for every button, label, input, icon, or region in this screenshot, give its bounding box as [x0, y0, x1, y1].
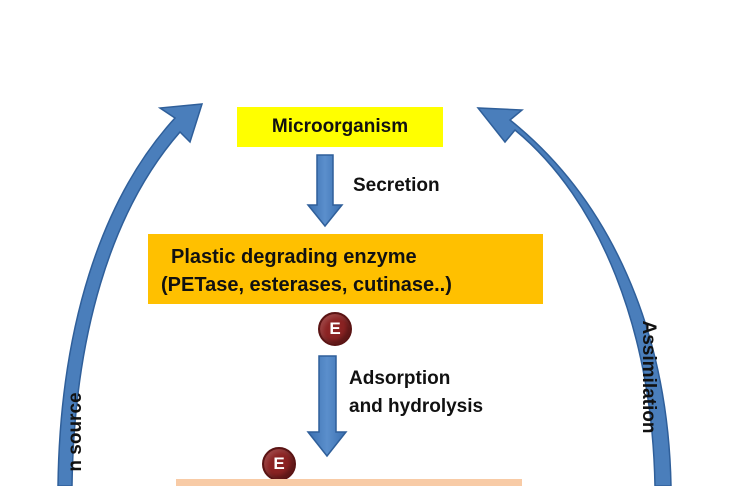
microorganism-box: Microorganism — [237, 107, 443, 147]
enzyme-box: Plastic degrading enzyme (PETase, estera… — [148, 234, 543, 304]
right-curved-arrow — [476, 107, 672, 486]
enzyme-examples: (PETase, esterases, cutinase..) — [161, 274, 452, 296]
adsorption-line1: Adsorption — [349, 368, 451, 389]
assimilation-label: Assimilation — [638, 320, 659, 434]
adsorption-arrow — [306, 355, 348, 458]
enzyme-symbol-top: E — [318, 312, 352, 346]
adsorption-line2: and hydrolysis — [349, 396, 484, 417]
secretion-arrow — [306, 154, 344, 228]
microorganism-label: Microorganism — [271, 116, 409, 137]
carbon-source-label: n source — [65, 392, 86, 472]
secretion-label: Secretion — [353, 175, 440, 196]
left-curved-arrow — [57, 103, 204, 486]
enzyme-symbol-bottom: E — [262, 447, 296, 481]
plastic-substrate-box — [176, 479, 522, 486]
adsorption-label: Adsorption and hydrolysis — [349, 365, 483, 421]
enzyme-title: Plastic degrading enzyme — [171, 246, 417, 268]
